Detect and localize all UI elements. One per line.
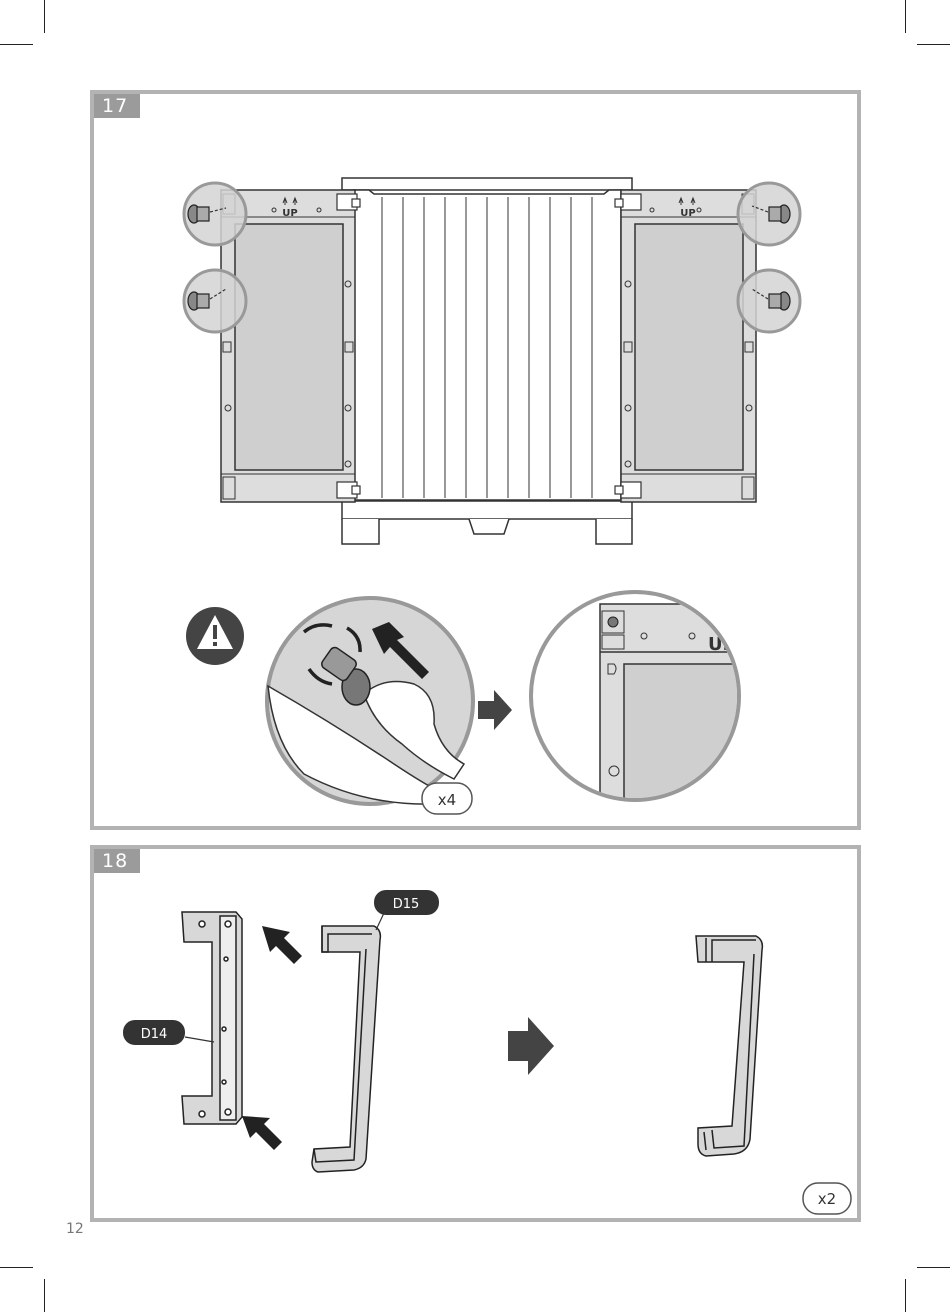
push-arrow-icon [242,1116,282,1150]
warning-icon [186,607,244,665]
push-arrow-icon [262,926,302,964]
arrow-right-icon [508,1017,554,1075]
up-label: UP [282,208,297,219]
step-17-panel: 17 [90,90,861,830]
crop-mark [44,0,45,33]
arrow-right-icon [478,690,512,730]
crop-mark [917,44,950,45]
page-number: 12 [66,1221,84,1237]
part-label-d15: D15 [393,897,420,912]
handle-cover-d15 [312,926,380,1172]
up-label: UP [680,208,695,219]
step-18-panel: 18 D15 D14 [90,845,861,1222]
quantity-label: x2 [818,1190,836,1208]
crop-mark [0,44,33,45]
crop-mark [905,1279,906,1312]
step-17-illustration: UP UP [94,94,857,826]
part-label-d14: D14 [141,1027,168,1042]
center-slatted-door [354,190,621,500]
crop-mark [905,0,906,33]
push-detail-circle [267,598,473,804]
assembled-handle [696,936,762,1156]
handle-base-d14 [182,912,242,1124]
right-side-panel: UP [621,190,756,502]
quantity-label: x4 [438,791,456,809]
result-detail-circle: UI [531,592,784,804]
step-18-illustration: D15 D14 x2 [94,849,857,1218]
crop-mark [44,1279,45,1312]
left-side-panel: UP [221,190,355,502]
crop-mark [917,1267,950,1268]
crop-mark [0,1267,33,1268]
